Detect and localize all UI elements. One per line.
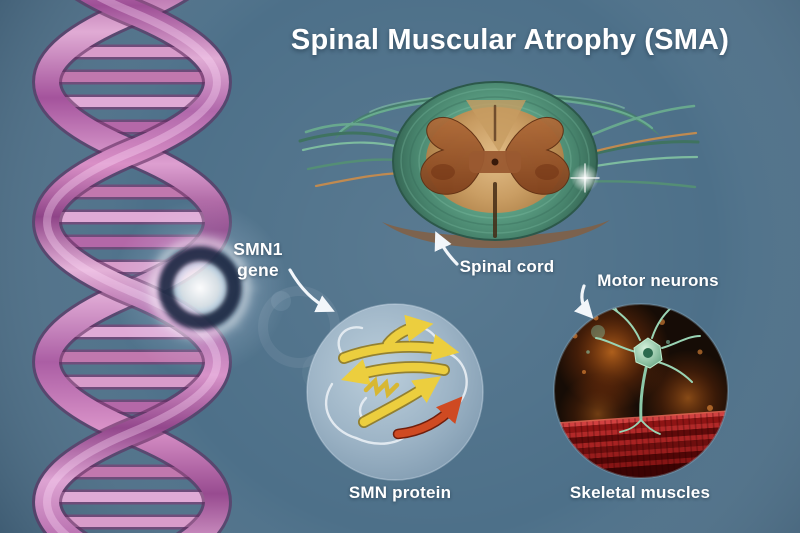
sparkle: [570, 163, 600, 193]
protein-red-sheet: [392, 396, 463, 440]
label-skeletal-muscles: Skeletal muscles: [569, 483, 711, 502]
arrow-motor-neurons-to-muscle: [574, 284, 594, 319]
central-canal: [491, 158, 499, 166]
gene-ring: [158, 246, 242, 330]
label-spinal-cord: Spinal cord: [459, 257, 555, 276]
annotation-arrows: [288, 231, 594, 319]
motor-neuron: [591, 304, 701, 435]
label-smn1-gene-line1: SMN1: [233, 239, 283, 259]
nucleus: [643, 348, 653, 358]
dna-strand-highlight: [43, 0, 221, 533]
label-smn1-gene: SMN1 gene: [210, 239, 306, 281]
protein-beta-sheets: [338, 314, 460, 428]
smn-protein-inset: [306, 303, 484, 481]
axon: [639, 366, 648, 422]
page-title: Spinal Muscular Atrophy (SMA): [290, 24, 730, 56]
smn1-gene-glow: [112, 200, 288, 376]
arrow-to-spinal-cord: [434, 231, 459, 266]
gray-matter-butterfly: [420, 116, 570, 195]
label-smn-protein: SMN protein: [348, 483, 452, 502]
arrow-gene-to-protein: [288, 268, 335, 313]
label-smn1-gene-line2: gene: [237, 260, 279, 280]
protein-helix: [363, 376, 400, 399]
label-motor-neurons: Motor neurons: [597, 271, 719, 290]
spinal-cord-illustration: [298, 81, 700, 249]
bokeh-dots: [572, 315, 713, 411]
dna-strand-front: [35, 0, 229, 533]
